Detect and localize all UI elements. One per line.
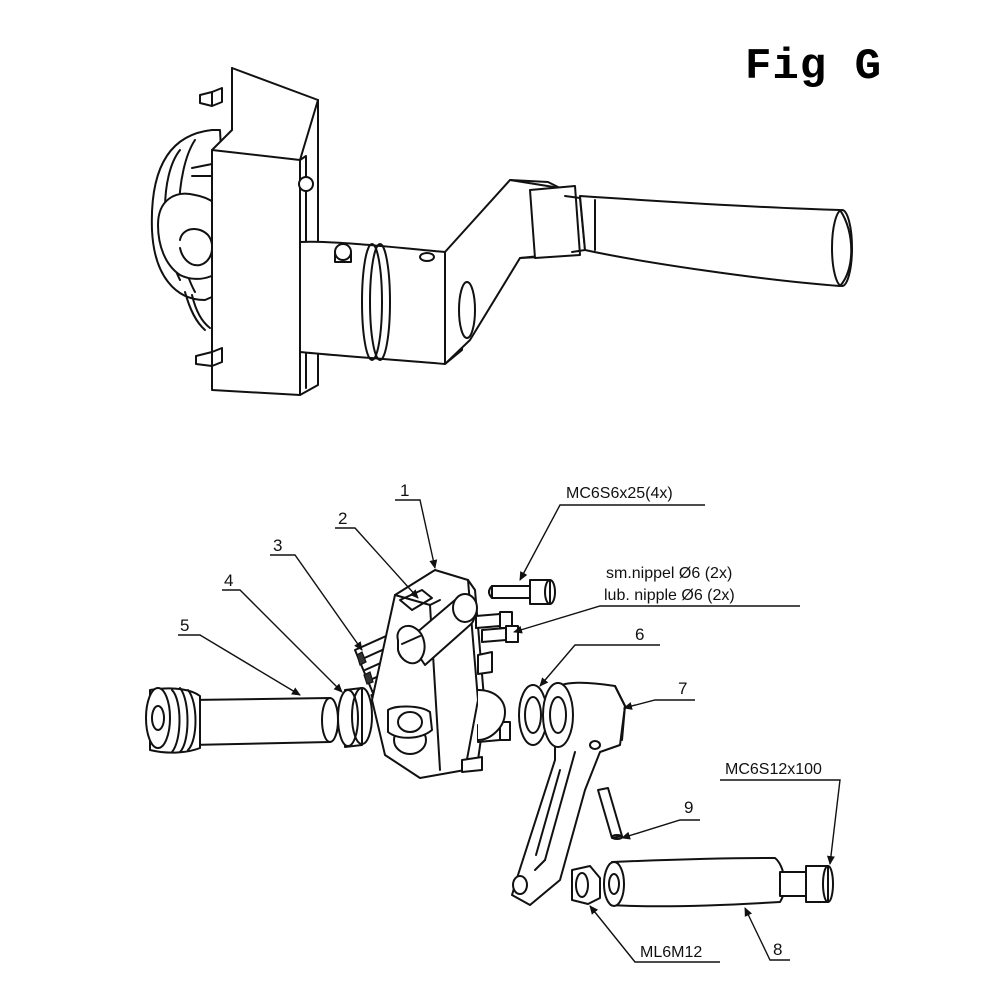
part-8-handle-grip (603, 857, 786, 908)
callout-5: 5 (180, 616, 189, 635)
shaft-tube-assembled (299, 240, 466, 365)
crank-arm-assembled (444, 179, 586, 365)
cap-screw-mc6s12x100 (779, 865, 834, 903)
lubrication-nipples (475, 611, 519, 643)
callout-6: 6 (635, 625, 644, 644)
note-nut: ML6M12 (640, 944, 702, 961)
callout-4: 4 (224, 571, 233, 590)
callout-1: 1 (400, 481, 409, 500)
part-4-bushing (337, 687, 373, 748)
cap-screw-mc6s6x25 (488, 579, 556, 605)
part-7-crank-arm (511, 681, 626, 906)
note-nipple-lub: lub. nipple Ø6 (2x) (604, 587, 735, 604)
leader-lines (178, 499, 841, 963)
handle-grip-assembled (579, 195, 853, 287)
callout-7: 7 (678, 679, 687, 698)
part-9-pin (597, 787, 623, 840)
part-1-flange-housing (371, 569, 511, 779)
part-2-pinion-shaft (396, 593, 478, 666)
note-screw-top: MC6S6x25(4x) (566, 485, 673, 502)
nut-ml6m12 (571, 865, 601, 905)
callout-2: 2 (338, 509, 347, 528)
assembled-crank-view (150, 67, 853, 396)
callout-8: 8 (773, 940, 782, 959)
callout-3: 3 (273, 536, 282, 555)
part-5-pulley-shaft (145, 687, 340, 754)
callout-9: 9 (684, 798, 693, 817)
note-screw-handle: MC6S12x100 (725, 761, 822, 778)
figure-title: Fig G (745, 42, 883, 92)
exploded-view: 1 2 3 4 5 6 7 9 8 MC6S6x25(4x) sm.nippel… (145, 481, 841, 963)
note-nipple-sm: sm.nippel Ø6 (2x) (606, 565, 732, 582)
